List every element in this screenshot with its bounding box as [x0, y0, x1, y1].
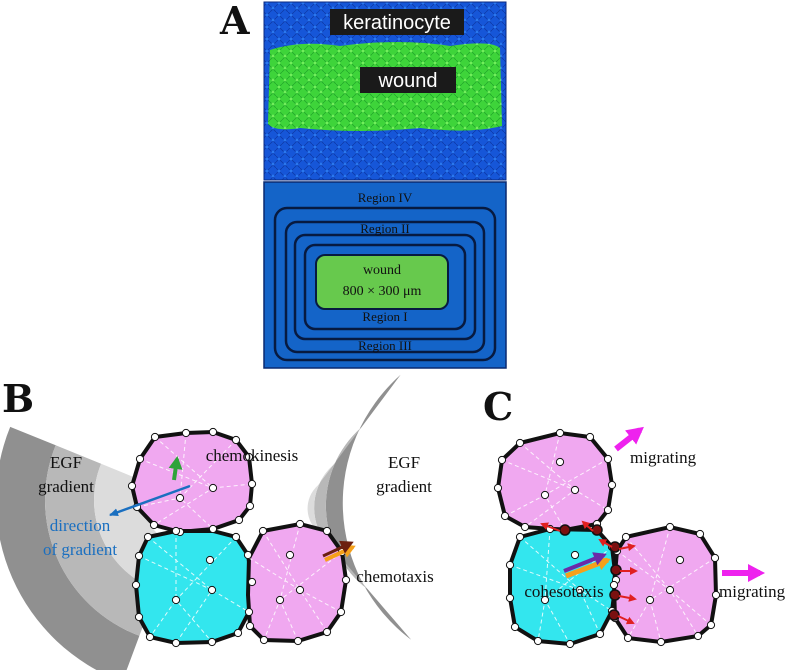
center-wound-box: [315, 254, 449, 310]
panel-b-letter: B: [2, 376, 34, 421]
contact-arrows: [540, 520, 638, 625]
left-gradient-subtitle: gradient: [38, 477, 94, 496]
region-i-boundary: [303, 243, 467, 331]
cohesotaxis-arrow-purple: [563, 552, 607, 573]
contact-points: [559, 524, 622, 621]
keratinocyte-label-box: [330, 9, 464, 35]
center-wound-title: wound: [363, 263, 401, 278]
right-gradient-title: EGF: [388, 453, 420, 472]
region-schematic: wound 800 × 300 μm Region IV Region II R…: [263, 181, 507, 369]
region-iii-boundary: [284, 220, 486, 354]
panel-b-cells: [127, 427, 351, 648]
left-gradient-title: EGF: [50, 453, 82, 472]
wound-label-box: [360, 67, 456, 93]
region-iv-label: Region IV: [358, 190, 413, 205]
chemotaxis-arrow-dark: [322, 540, 354, 558]
cohesotaxis-label: cohesotaxis: [524, 582, 603, 601]
direction-of-gradient-arrow: [109, 484, 191, 517]
center-wound-size: 800 × 300 μm: [343, 284, 422, 299]
skin-simulation: keratinocyte wound: [263, 1, 507, 181]
direction-label: direction: [50, 516, 111, 535]
wound-label: wound: [378, 70, 438, 92]
region-ii-label: Region II: [360, 221, 409, 236]
right-gradient-subtitle: gradient: [376, 477, 432, 496]
migrating-top-arrow: [614, 426, 644, 452]
right-egf-gradient: [307, 374, 412, 640]
chemokinesis-arrow: [168, 456, 183, 481]
region-iv-boundary: [273, 206, 497, 362]
cell-cyan-b: [133, 529, 255, 646]
direction-label-2: of gradient: [43, 540, 117, 559]
region-iii-label: Region III: [358, 338, 412, 353]
migrating-top-label: migrating: [630, 448, 697, 467]
region-i-label: Region I: [362, 309, 407, 324]
chemotaxis-label: chemotaxis: [356, 567, 433, 586]
panel-c-cells: [493, 428, 721, 649]
panel-a-letter: A: [219, 0, 250, 43]
region-ii-boundary: [293, 233, 477, 341]
panel-c-letter: C: [483, 384, 513, 429]
cell-chemotaxis: [245, 521, 349, 644]
chemokinesis-label: chemokinesis: [206, 446, 299, 465]
keratinocyte-label: keratinocyte: [343, 12, 451, 34]
migrating-right-label: migrating: [719, 582, 786, 601]
